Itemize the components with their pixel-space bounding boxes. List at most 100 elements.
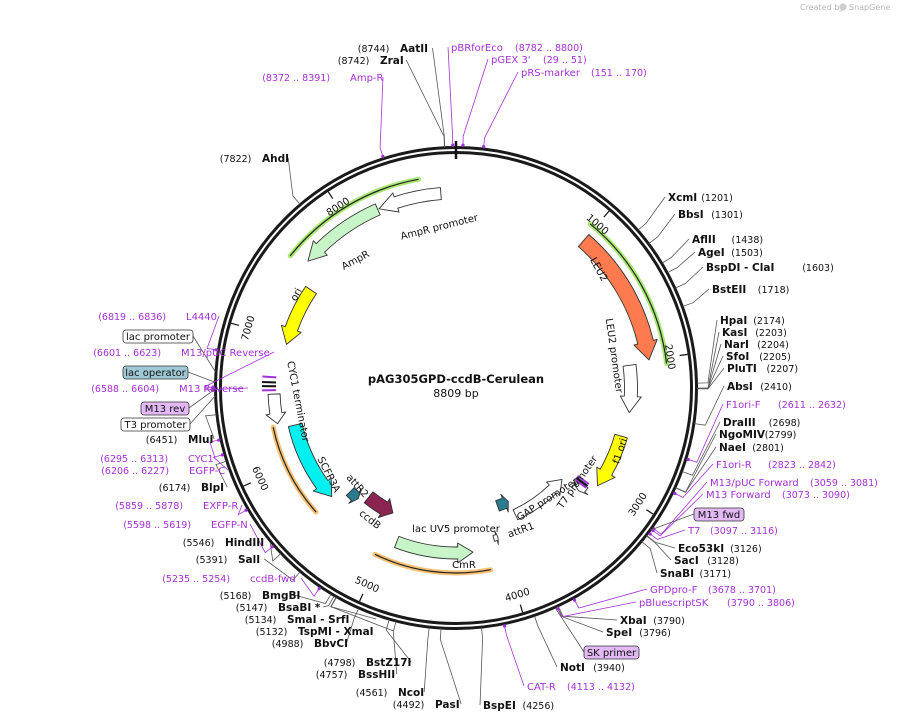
primer-site[interactable]: M13/pUC Reverse(6601 .. 6623) — [93, 348, 270, 359]
primer-site[interactable]: pBluescriptSK(3790 .. 3806) — [639, 598, 795, 609]
feature-attr1[interactable] — [495, 493, 509, 513]
enzyme-site[interactable]: AgeI(1503) — [698, 247, 763, 259]
enzyme-site[interactable]: SpeI(3796) — [606, 627, 671, 639]
feature-callout-box[interactable]: lac operator — [122, 365, 189, 380]
feature-lac-uv5-promoter[interactable] — [492, 530, 499, 545]
enzyme-site[interactable]: BstEII(1718) — [712, 284, 789, 296]
enzyme-site[interactable]: HpaI(2174) — [720, 315, 785, 327]
enzyme-site[interactable]: XcmI(1201) — [668, 192, 733, 204]
enzyme-name: TspMI - XmaI — [298, 626, 374, 638]
feature-attr2[interactable] — [345, 487, 363, 504]
primer-site[interactable]: ccdB-fwd(5235 .. 5254) — [162, 574, 295, 585]
enzyme-site[interactable]: SalI(5391) — [196, 554, 260, 566]
primer-site[interactable]: CYC1(6295 .. 6313) — [100, 454, 214, 465]
primer-position: (2611 .. 2632) — [778, 400, 846, 411]
primer-site[interactable]: M13 Reverse(6588 .. 6604) — [91, 384, 244, 395]
primer-leader-line — [203, 387, 249, 391]
enzyme-leader-line — [646, 535, 672, 561]
feature-leu2-promoter[interactable] — [619, 364, 642, 414]
primer-site[interactable]: EXFP-R(5859 .. 5878) — [115, 501, 238, 512]
callout-box-frame — [583, 645, 640, 660]
enzyme-site[interactable]: AflII(1438) — [692, 234, 763, 246]
enzyme-site[interactable]: BbsI(1301) — [678, 209, 743, 221]
feature-leu2[interactable] — [577, 234, 658, 361]
enzyme-position: (5546) — [183, 538, 215, 549]
leader-layer — [187, 46, 725, 706]
enzyme-leader-line — [432, 47, 446, 148]
callout-box-label: lac promoter — [126, 332, 191, 343]
enzyme-name: BlpI — [201, 482, 224, 494]
enzyme-site[interactable]: XbaI(3790) — [620, 615, 685, 627]
primer-site[interactable]: pRS-marker(151 .. 170) — [521, 68, 647, 79]
primer-site[interactable]: Amp-R(8372 .. 8391) — [262, 73, 383, 84]
primer-site[interactable]: F1ori-F(2611 .. 2632) — [726, 400, 846, 411]
feature-ampr[interactable] — [307, 203, 381, 262]
tick-mark-5000 — [359, 593, 364, 602]
enzyme-site[interactable]: BmgBI(5168) — [220, 590, 301, 602]
enzyme-site[interactable]: MluI(6451) — [146, 434, 214, 446]
enzyme-site[interactable]: SmaI - SrfI(5134) — [245, 614, 350, 626]
primer-site[interactable]: pGEX 3'(29 .. 51) — [491, 55, 587, 66]
primer-site[interactable]: GPDpro-F(3678 .. 3701) — [650, 585, 776, 596]
enzyme-site[interactable]: BsaBI *(5147) — [236, 602, 321, 614]
feature-ccdb[interactable] — [363, 491, 394, 518]
primer-site[interactable]: pBRforEco(8782 .. 8800) — [451, 43, 583, 54]
enzyme-site[interactable]: NgoMIV(2799) — [719, 429, 796, 441]
primer-site[interactable]: CAT-R(4113 .. 4132) — [527, 682, 635, 693]
primer-site[interactable]: EGFP-N(5598 .. 5619) — [123, 520, 248, 531]
enzyme-site[interactable]: HindIII(5546) — [183, 537, 264, 549]
feature-ampr-promoter[interactable] — [378, 187, 442, 213]
primer-site[interactable]: EGFP-C(6206 .. 6227) — [101, 466, 225, 477]
feature-ori[interactable] — [280, 285, 317, 345]
feature-callout-box[interactable]: lac promoter — [122, 329, 194, 344]
enzyme-site[interactable]: DraIII(2698) — [723, 417, 800, 429]
enzyme-site[interactable]: BlpI(6174) — [159, 482, 224, 494]
feature-gap-promoter[interactable] — [512, 478, 563, 521]
primer-site[interactable]: M13/pUC Forward(3059 .. 3081) — [710, 478, 878, 489]
enzyme-site[interactable]: ZraI(8742) — [338, 55, 404, 67]
primer-leader-line — [206, 315, 220, 351]
enzyme-site[interactable]: BssHII(4757) — [316, 669, 395, 681]
lbl-attr1: attR1 — [506, 521, 535, 541]
primer-site[interactable]: F1ori-R(2823 .. 2842) — [716, 460, 836, 471]
enzyme-site[interactable]: NotI(3940) — [560, 662, 625, 674]
enzyme-site[interactable]: KasI(2203) — [722, 327, 787, 339]
enzyme-site[interactable]: SacI(3128) — [674, 555, 739, 567]
enzyme-site[interactable]: AatII(8744) — [358, 43, 428, 55]
feature-callout-box[interactable]: M13 rev — [140, 401, 190, 416]
feature-f1-ori[interactable] — [596, 433, 628, 487]
feature-callout-box[interactable]: M13 fwd — [693, 507, 745, 522]
primer-leader-line — [249, 523, 274, 554]
enzyme-leader-line — [215, 460, 228, 488]
enzyme-site[interactable]: Eco53kI(3126) — [678, 543, 762, 555]
feature-callout-box[interactable]: T3 promoter — [120, 417, 191, 432]
enzyme-site[interactable]: NarI(2204) — [724, 339, 789, 351]
enzyme-site[interactable]: TspMI - XmaI(5132) — [256, 626, 374, 638]
enzyme-site[interactable]: SnaBI(3171) — [660, 568, 731, 580]
enzyme-site[interactable]: NaeI(2801) — [719, 442, 784, 454]
enzyme-site[interactable]: AbsI(2410) — [727, 381, 792, 393]
enzyme-site[interactable]: SfoI(2205) — [726, 351, 791, 363]
enzyme-position: (2207) — [767, 364, 799, 375]
enzyme-site[interactable]: BstZ17I(4798) — [324, 657, 412, 669]
primer-name: pGEX 3' — [491, 55, 531, 66]
enzyme-site[interactable]: BspEI(4256) — [483, 700, 554, 712]
primer-position: (3073 .. 3090) — [782, 490, 850, 501]
enzyme-site[interactable]: PluTI(2207) — [727, 363, 798, 375]
feature-scfp3a[interactable] — [287, 422, 333, 498]
callout-leader-line — [188, 388, 216, 409]
enzyme-site[interactable]: AhdI(7822) — [220, 153, 289, 165]
feature-cmr[interactable] — [394, 535, 474, 564]
enzyme-site[interactable]: BbvCI(4988) — [272, 638, 348, 650]
primer-site[interactable]: L4440(6819 .. 6836) — [98, 312, 217, 323]
feature-cyc1-terminator[interactable] — [265, 393, 287, 425]
primer-site[interactable]: T7(3097 .. 3116) — [687, 526, 778, 537]
enzyme-name: BsaBI * — [278, 602, 321, 614]
primer-site[interactable]: M13 Forward(3073 .. 3090) — [706, 490, 850, 501]
feature-callout-box[interactable]: SK primer — [583, 645, 640, 660]
enzyme-site[interactable]: NcoI(4561) — [356, 687, 424, 699]
enzyme-position: (1503) — [731, 248, 763, 259]
enzyme-position: (3128) — [707, 556, 739, 567]
enzyme-site[interactable]: BspDI - ClaI(1603) — [706, 262, 834, 274]
enzyme-site[interactable]: PasI(4492) — [393, 699, 460, 711]
